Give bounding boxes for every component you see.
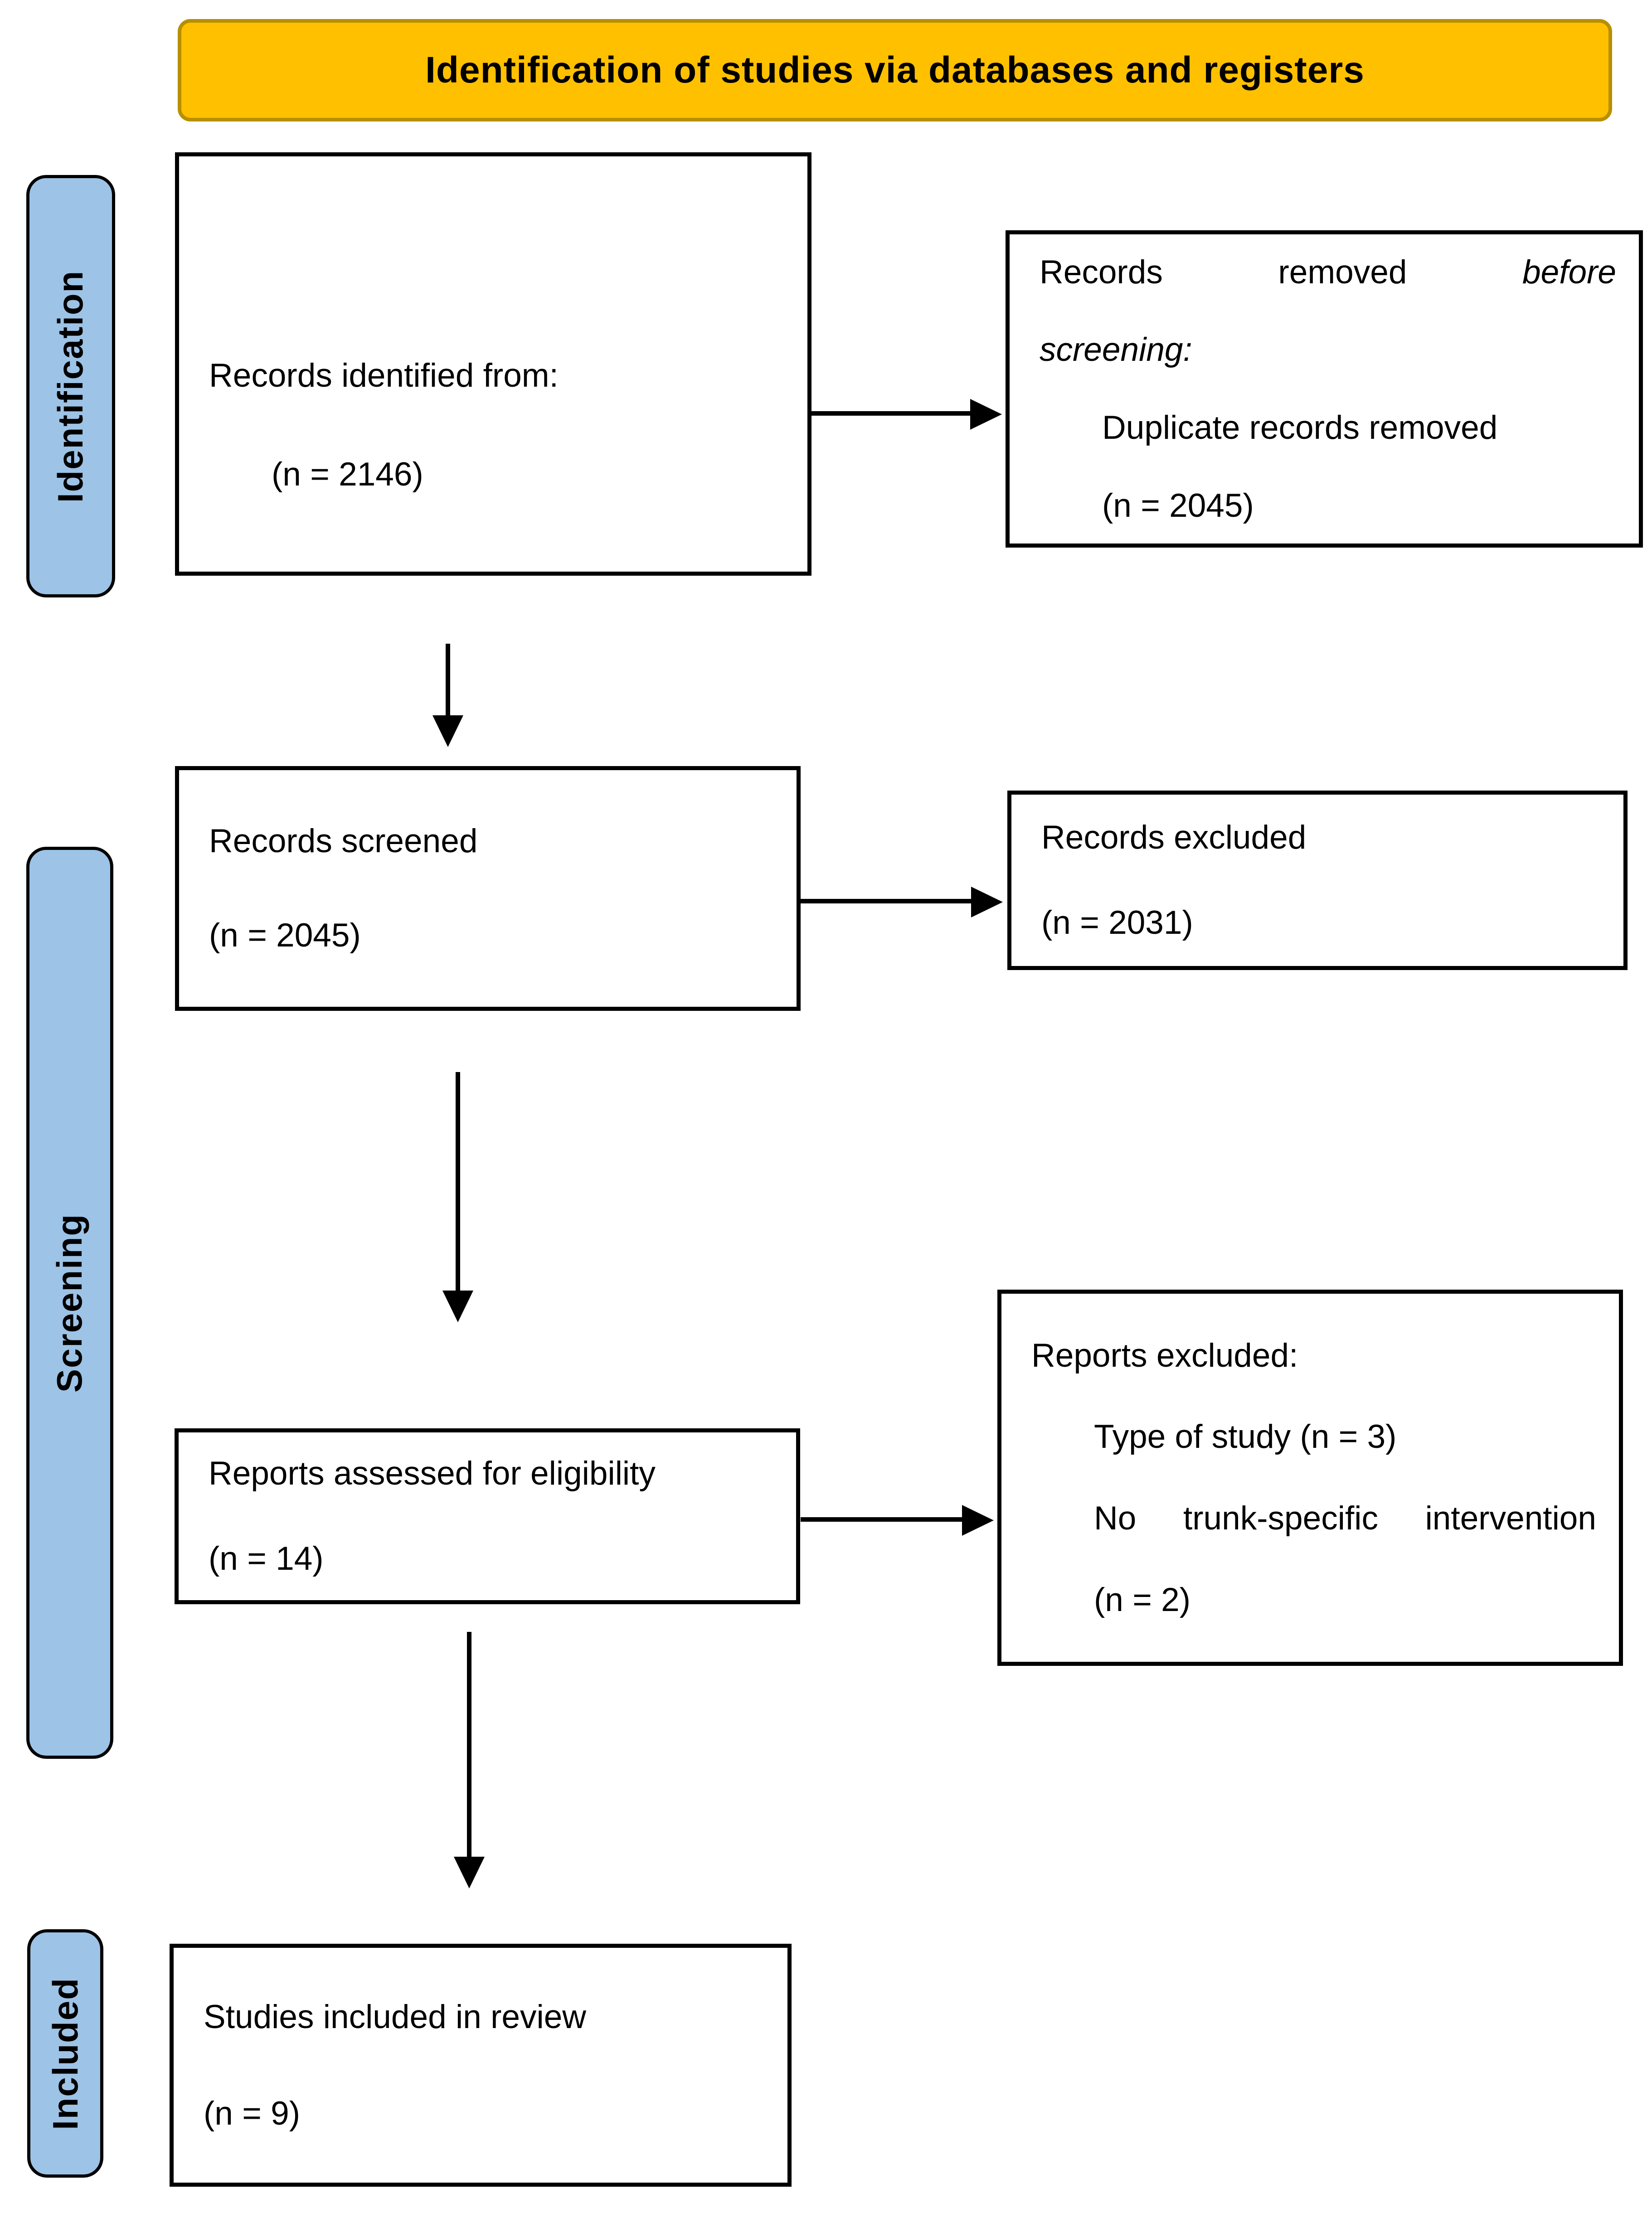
reason-2-word-1: No [1094,1500,1137,1537]
arrow-identified-to-screened-head [432,715,463,747]
records-removed-word-3: before [1522,253,1616,291]
arrow-identified-to-removed-head [970,399,1002,430]
reports-excluded-reason-2-count: (n = 2) [1094,1581,1191,1618]
arrow-screened-to-excluded-head [971,887,1003,917]
records-screened-label: Records screened [209,823,478,860]
box-records-excluded: Records excluded (n = 2031) [1007,791,1628,970]
arrow-assessed-to-reports-excluded-line [801,1517,962,1522]
arrow-screened-to-excluded-line [801,899,971,903]
arrow-assessed-to-reports-excluded-head [962,1505,994,1536]
records-removed-word-2: removed [1278,253,1407,291]
records-screened-count: (n = 2045) [209,917,361,954]
stage-label-included: Included [27,1929,103,2178]
studies-included-count: (n = 9) [204,2095,301,2132]
duplicates-removed-count: (n = 2045) [1102,487,1254,524]
stage-label-identification: Identification [26,175,115,597]
stage-screening-text: Screening [49,1213,90,1393]
reason-2-word-3: intervention [1425,1500,1596,1537]
records-removed-word-1: Records [1040,253,1163,291]
records-excluded-label: Records excluded [1041,819,1307,856]
arrow-identified-to-removed-line [811,411,970,416]
duplicates-removed-label: Duplicate records removed [1102,409,1498,446]
reason-2-word-2: trunk-specific [1183,1500,1378,1537]
stage-identification-text: Identification [50,270,91,503]
reports-excluded-reason-2: No trunk-specific intervention [1031,1499,1596,1538]
arrow-assessed-to-included-line [467,1632,471,1858]
records-removed-justified-line: Records removed before [1040,252,1616,292]
box-records-screened: Records screened (n = 2045) [175,766,801,1011]
studies-included-label: Studies included in review [204,1998,587,2035]
reports-excluded-reason-1: Type of study (n = 3) [1094,1418,1397,1456]
reports-excluded-label: Reports excluded: [1031,1337,1298,1374]
box-records-removed: Records removed before screening: Duplic… [1006,230,1643,548]
header-title: Identification of studies via databases … [425,49,1365,91]
stage-label-screening: Screening [26,847,113,1759]
arrow-screened-to-assessed-head [442,1291,473,1322]
reports-assessed-label: Reports assessed for eligibility [209,1455,656,1492]
records-identified-label: Records identified from: [209,357,559,394]
box-reports-assessed: Reports assessed for eligibility (n = 14… [175,1428,800,1604]
arrow-screened-to-assessed-line [456,1072,460,1291]
header-banner: Identification of studies via databases … [178,19,1612,121]
arrow-assessed-to-included-head [454,1857,485,1888]
arrow-identified-to-screened-line [446,644,450,716]
records-excluded-count: (n = 2031) [1041,904,1193,941]
records-removed-label-cont: screening: [1040,331,1192,369]
reports-assessed-count: (n = 14) [209,1540,324,1577]
box-records-identified: Records identified from: (n = 2146) [175,152,811,576]
box-reports-excluded: Reports excluded: Type of study (n = 3) … [997,1290,1623,1666]
records-identified-count: (n = 2146) [272,456,423,493]
stage-included-text: Included [45,1977,85,2130]
box-studies-included: Studies included in review (n = 9) [170,1944,792,2187]
